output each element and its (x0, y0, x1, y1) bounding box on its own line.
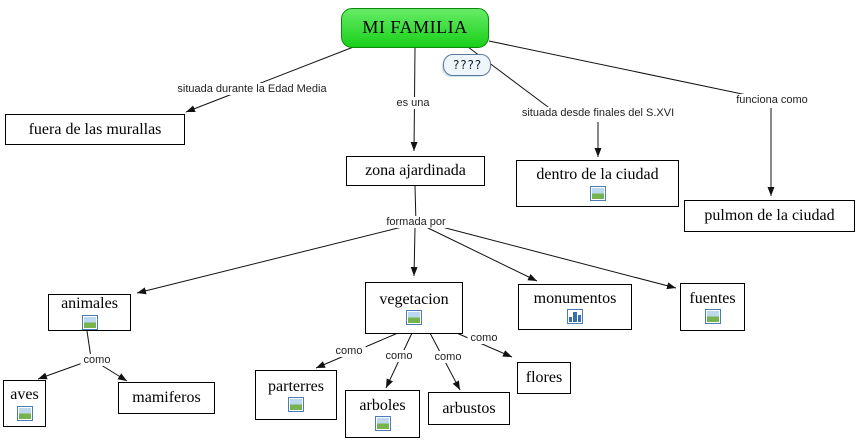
concept-label: monumentos (533, 289, 617, 307)
concept-label: dentro de la ciudad (536, 166, 659, 184)
image-resource-icon[interactable] (589, 185, 606, 201)
picture-glyph (376, 418, 389, 430)
chart-resource-icon[interactable] (567, 309, 583, 325)
concept-node-fuentes[interactable]: fuentes (680, 283, 745, 331)
picture-glyph (408, 312, 420, 324)
concept-label: mamiferos (132, 389, 201, 407)
image-resource-icon[interactable] (374, 416, 391, 432)
connector-line (136, 226, 403, 295)
concept-node-fuera-murallas[interactable]: fuera de las murallas (5, 114, 185, 145)
connector-line (86, 330, 92, 359)
concept-node-monumentos[interactable]: monumentos (518, 284, 632, 330)
linking-phrase-como-arboles[interactable]: como (382, 350, 416, 362)
concept-label: aves (10, 386, 39, 404)
image-resource-icon[interactable] (16, 405, 33, 421)
concept-node-parterres[interactable]: parterres (255, 370, 337, 420)
linking-phrase-como-flores[interactable]: como (467, 332, 501, 344)
concept-node-mamiferos[interactable]: mamiferos (118, 382, 215, 414)
concept-node-arboles[interactable]: arboles (345, 390, 420, 438)
connector-line (427, 227, 538, 282)
concept-label: vegetacion (379, 290, 449, 308)
connector-line (437, 225, 677, 290)
concept-label: zona ajardinada (365, 162, 466, 180)
picture-glyph (591, 187, 604, 199)
linking-phrase-es-una[interactable]: es una (393, 97, 433, 109)
concept-node-pulmon-ciudad[interactable]: pulmon de la ciudad (684, 200, 855, 232)
concept-label: fuera de las murallas (28, 120, 162, 138)
concept-label: flores (525, 369, 563, 387)
concept-label: fuentes (689, 289, 736, 307)
connector-line (488, 40, 767, 100)
linking-phrase-como-arbustos[interactable]: como (431, 351, 465, 363)
annotation-text: ???? (452, 58, 482, 72)
picture-glyph (18, 407, 31, 419)
concept-node-arbustos[interactable]: arbustos (428, 392, 510, 425)
concept-label: animales (61, 295, 118, 313)
picture-glyph (706, 311, 719, 323)
linking-phrase-situada-sxvi[interactable]: situada desde finales del S.XVI (518, 107, 678, 119)
linking-phrase-situada-edad-media[interactable]: situada durante la Edad Media (174, 83, 330, 95)
concept-node-animales[interactable]: animales (48, 294, 131, 331)
concept-node-mi-familia[interactable]: MI FAMILIA (341, 8, 489, 48)
concept-label: arboles (359, 396, 406, 414)
connector-line (185, 45, 357, 113)
concept-label: MI FAMILIA (362, 17, 468, 38)
concept-node-zona-ajardinada[interactable]: zona ajardinada (346, 156, 485, 186)
image-resource-icon[interactable] (704, 309, 721, 325)
annotation-bubble[interactable]: ???? (443, 54, 491, 76)
linking-phrase-como-animales[interactable]: como (80, 354, 114, 366)
linking-phrase-formada-por[interactable]: formada por (383, 216, 449, 228)
concept-label: pulmon de la ciudad (704, 207, 835, 225)
picture-glyph (83, 316, 96, 328)
concept-node-dentro-ciudad[interactable]: dentro de la ciudad (516, 160, 679, 207)
concept-label: parterres (268, 377, 324, 395)
image-resource-icon[interactable] (81, 314, 98, 330)
image-resource-icon[interactable] (406, 310, 422, 326)
concept-node-flores[interactable]: flores (517, 362, 571, 394)
concept-node-aves[interactable]: aves (3, 380, 46, 427)
concept-label: arbustos (442, 399, 496, 417)
linking-phrase-funciona-como[interactable]: funciona como (733, 94, 811, 106)
picture-glyph (290, 399, 302, 411)
concept-node-vegetacion[interactable]: vegetacion (365, 282, 463, 334)
connector-line (410, 227, 418, 277)
image-resource-icon[interactable] (288, 397, 304, 413)
linking-phrase-como-parterres[interactable]: como (332, 345, 366, 357)
bar-chart-glyph (569, 311, 581, 323)
connector-line (451, 330, 513, 358)
